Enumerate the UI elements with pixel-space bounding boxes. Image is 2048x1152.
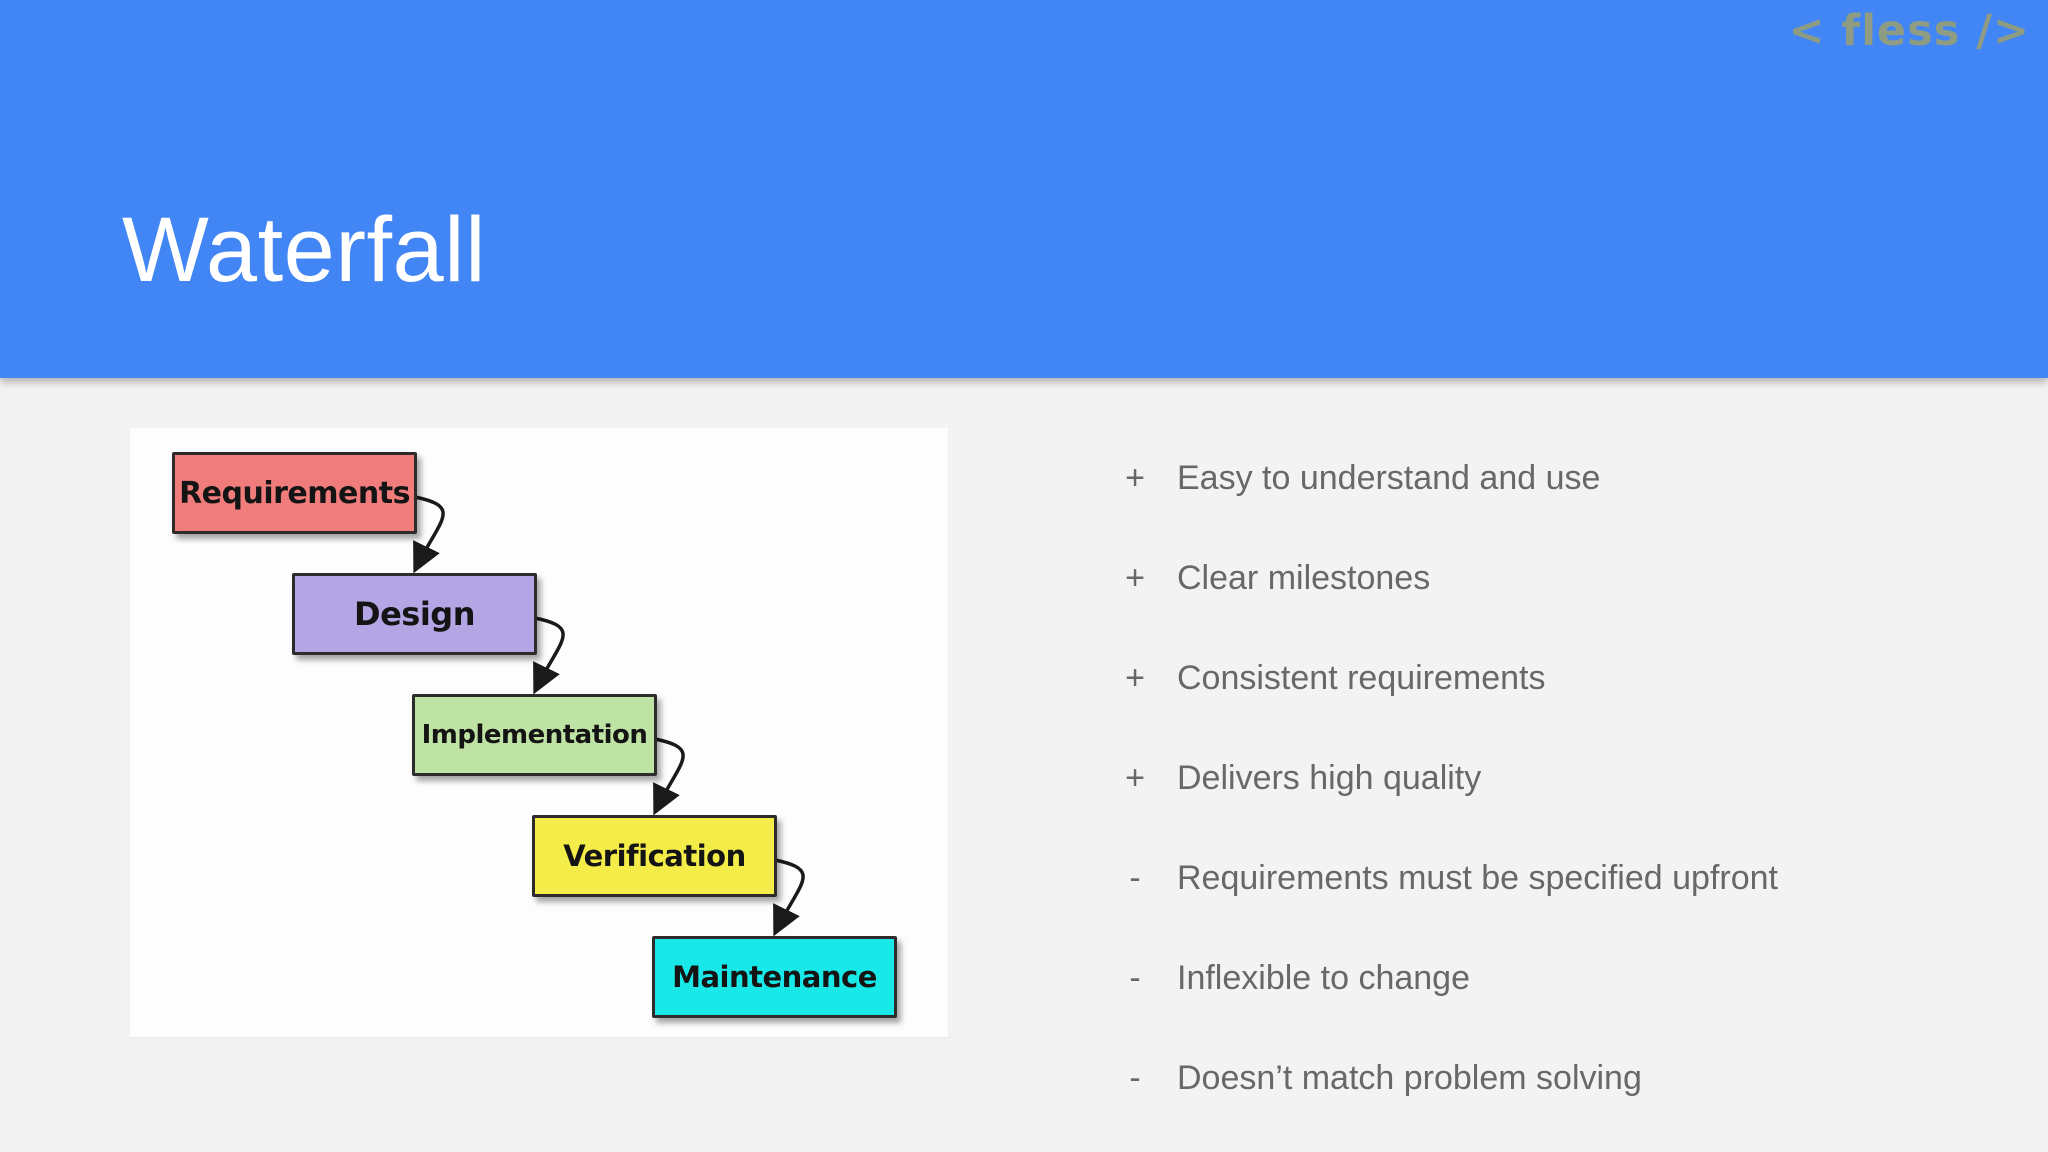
diagram-step-verification: Verification <box>532 815 777 897</box>
list-item-text: Easy to understand and use <box>1177 458 1601 497</box>
waterfall-diagram-card: Requirements Design Implementation Verif… <box>130 428 948 1037</box>
list-item: - Doesn’t match problem solving <box>1113 1028 2013 1128</box>
pros-cons-list: + Easy to understand and use + Clear mil… <box>1113 428 2013 1128</box>
minus-bullet: - <box>1129 858 1141 897</box>
list-item: + Clear milestones <box>1113 528 2013 628</box>
list-item: + Consistent requirements <box>1113 628 2013 728</box>
flow-arrow-verification-maintenance <box>773 858 805 937</box>
list-item-text: Requirements must be specified upfront <box>1177 858 1778 897</box>
minus-bullet: - <box>1129 958 1141 997</box>
plus-bullet: + <box>1125 758 1145 797</box>
diagram-step-requirements: Requirements <box>172 452 417 534</box>
list-item: + Easy to understand and use <box>1113 428 2013 528</box>
list-item-text: Inflexible to change <box>1177 958 1470 997</box>
flow-arrow-design-implementation <box>533 616 565 695</box>
slide-title: Waterfall <box>122 199 487 301</box>
list-item-text: Clear milestones <box>1177 558 1431 597</box>
slide-header: < fless /> Waterfall <box>0 0 2048 378</box>
fless-logo: < fless /> <box>1788 6 2030 56</box>
diagram-step-maintenance: Maintenance <box>652 936 897 1018</box>
list-item-text: Consistent requirements <box>1177 658 1546 697</box>
plus-bullet: + <box>1125 558 1145 597</box>
flow-arrows-layer <box>413 495 805 937</box>
flow-arrow-requirements-design <box>413 495 445 574</box>
plus-bullet: + <box>1125 458 1145 497</box>
plus-bullet: + <box>1125 658 1145 697</box>
list-item-text: Doesn’t match problem solving <box>1177 1058 1642 1097</box>
flow-arrow-implementation-verification <box>653 737 685 816</box>
diagram-step-implementation: Implementation <box>412 694 657 776</box>
list-item: - Requirements must be specified upfront <box>1113 828 2013 928</box>
minus-bullet: - <box>1129 1058 1141 1097</box>
list-item-text: Delivers high quality <box>1177 758 1482 797</box>
list-item: - Inflexible to change <box>1113 928 2013 1028</box>
diagram-step-design: Design <box>292 573 537 655</box>
list-item: + Delivers high quality <box>1113 728 2013 828</box>
